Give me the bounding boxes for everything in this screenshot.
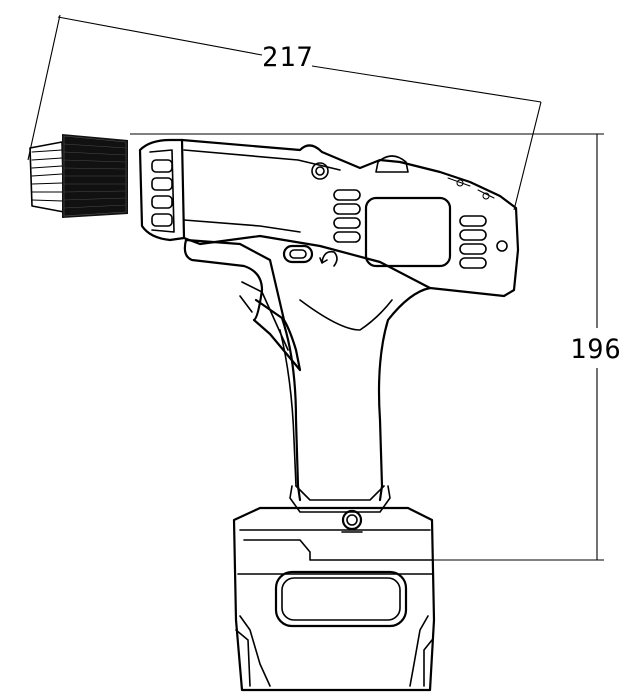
length-dimension: 217 bbox=[27, 14, 542, 211]
length-dimension-line-right bbox=[311, 65, 542, 103]
height-dimension: 196 bbox=[130, 133, 622, 561]
length-label: 217 bbox=[262, 42, 314, 73]
direction-switch bbox=[282, 244, 338, 267]
height-label: 196 bbox=[570, 334, 622, 365]
bit-holder bbox=[29, 141, 65, 213]
length-dimension-line-left bbox=[57, 16, 263, 56]
battery-pack bbox=[232, 506, 436, 692]
trigger bbox=[183, 238, 302, 372]
length-extension-left bbox=[27, 14, 61, 161]
handle bbox=[254, 286, 432, 513]
knurled-collar bbox=[62, 134, 128, 218]
tool-body bbox=[138, 138, 520, 298]
length-extension-right bbox=[513, 101, 542, 211]
